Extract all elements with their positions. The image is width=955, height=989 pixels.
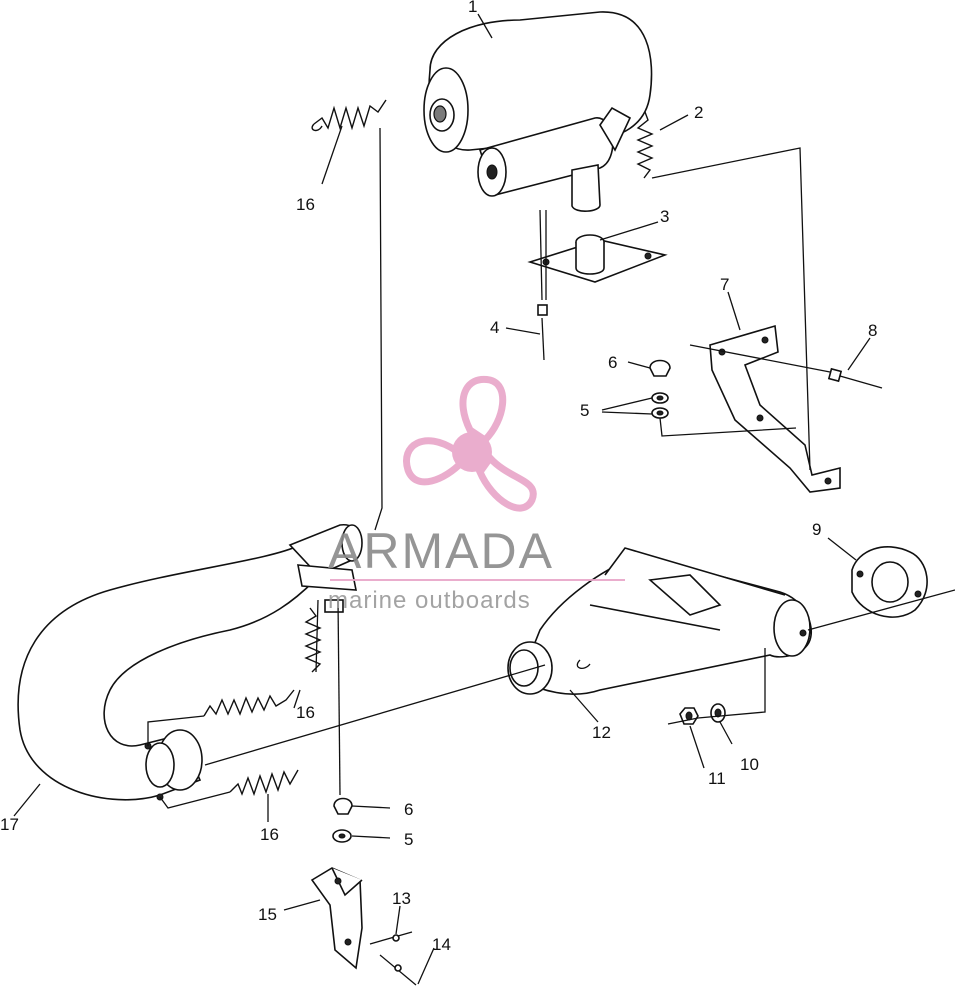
callout-14: 14 [432, 935, 451, 954]
callout-10: 10 [740, 755, 759, 774]
gasket-part-9 [851, 546, 928, 618]
callout-17: 17 [0, 815, 19, 834]
cap-part-6-lower [333, 797, 353, 815]
flange-part-3 [527, 234, 668, 283]
washer-part-5-lower [332, 829, 352, 843]
callout-5-upper: 5 [580, 401, 589, 420]
watermark-brand: ARMADA [328, 523, 554, 579]
callout-2: 2 [694, 103, 703, 122]
spring-part-16-middle [203, 689, 295, 717]
washers-part-5-upper [651, 392, 669, 419]
callout-6-lower: 6 [404, 800, 413, 819]
bracket-part-15 [310, 867, 363, 970]
callout-12: 12 [592, 723, 611, 742]
callout-3: 3 [660, 207, 669, 226]
callout-16-middle: 16 [296, 703, 315, 722]
spring-part-16-vertical [304, 607, 322, 673]
callout-15: 15 [258, 905, 277, 924]
callout-6-upper: 6 [608, 353, 617, 372]
nut-part-11 [679, 707, 699, 725]
callout-13: 13 [392, 889, 411, 908]
spring-part-2 [636, 111, 654, 179]
callout-7: 7 [720, 275, 729, 294]
bolt-part-8 [827, 367, 883, 389]
pin-part-4 [537, 209, 548, 361]
exhaust-pipe-part-17 [17, 524, 363, 801]
callout-5-lower: 5 [404, 830, 413, 849]
callout-16-top: 16 [296, 195, 315, 214]
spring-part-16-lower [229, 769, 299, 797]
callout-16-lower: 16 [260, 825, 279, 844]
manifold-part-12 [507, 547, 812, 695]
assembly-lines [147, 127, 955, 809]
muffler-part-1 [423, 11, 653, 212]
cap-part-6-upper [649, 359, 671, 377]
armada-watermark: ARMADA marine outboards [328, 375, 625, 614]
washer-part-10 [710, 703, 726, 723]
callout-4: 4 [490, 318, 499, 337]
callout-11: 11 [708, 769, 726, 788]
spring-part-16-top [311, 99, 387, 132]
propeller-logo [403, 375, 537, 512]
callout-9: 9 [812, 520, 821, 539]
callout-1: 1 [468, 0, 477, 16]
callout-labels: 1 2 3 4 5 6 7 8 9 10 11 12 13 14 15 16 1… [0, 0, 877, 954]
callout-leaders [13, 13, 871, 985]
callout-8: 8 [868, 321, 877, 340]
bracket-part-7 [709, 324, 841, 493]
watermark-tagline: marine outboards [328, 587, 531, 614]
screw-part-14 [379, 954, 417, 986]
screw-part-13 [369, 931, 413, 945]
